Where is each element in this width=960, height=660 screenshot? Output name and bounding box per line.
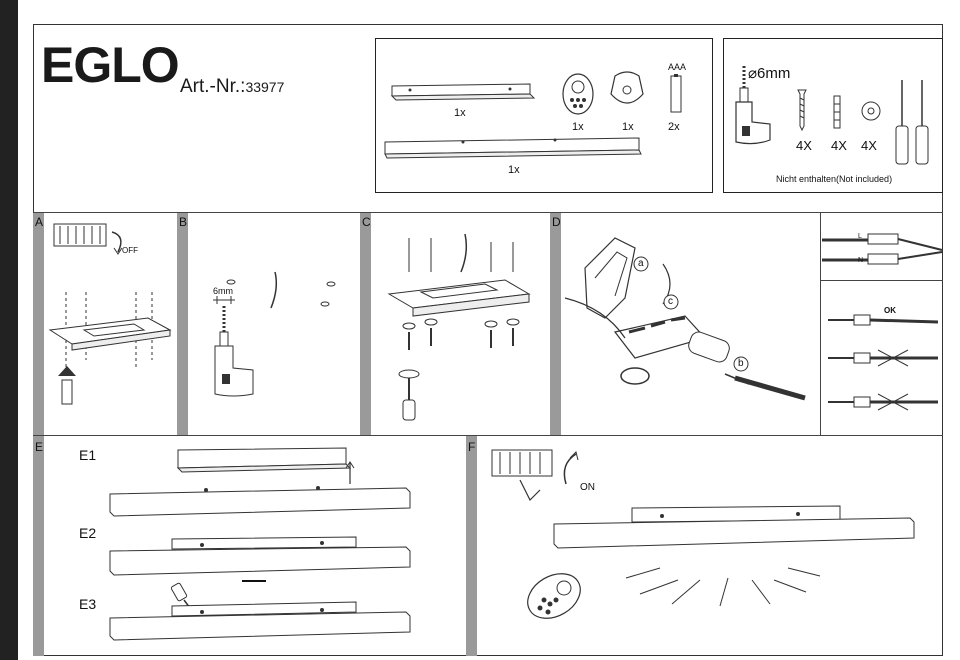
screw-qty: 4X [796,138,812,153]
washer-illustration [861,101,881,121]
wiring-subdivider [821,280,943,281]
drill-illustration [735,66,771,145]
step-e2-label: E2 [79,525,97,541]
battery-label: AAA [668,62,687,72]
dowel-qty: 4X [831,138,847,153]
strip-a [33,213,44,435]
battery-illustration [670,74,682,113]
article-number: Art.-Nr.:33977 [180,76,284,98]
wiring-ok-illustration [828,314,939,326]
left-edge-bar [0,0,18,660]
step-c-letter: C [362,215,371,229]
wiring-wrong-2-illustration [828,393,938,411]
terminal-connection-illustration [564,237,806,401]
lamp-body-qty: 1x [508,164,520,176]
remote-control-illustration [527,573,581,619]
wall-drill-illustration [213,271,336,397]
e3-illustration [109,582,411,641]
not-included-note: Nicht enthalten(Not included) [776,174,893,184]
wire-n-label: N [858,257,864,264]
remote-qty: 1x [572,121,584,133]
brand-logo: EGLO [41,37,180,93]
drill-6mm-label: 6mm [213,286,233,296]
lamp-installed-illustration [553,505,915,549]
parts-box [375,38,713,193]
strip-f [466,436,477,656]
base-plate-illustration [390,83,536,101]
wire-l-label: L [858,233,862,240]
step-b-letter: B [179,215,188,229]
base-plate-qty: 1x [454,107,466,119]
strip-d [550,213,561,435]
battery-qty: 2x [668,121,680,133]
washer-qty: 4X [861,138,877,153]
step-d-a-marker: a [638,258,644,269]
remote-illustration [562,73,594,115]
strip-e [33,436,44,656]
screwdrivers-illustration [895,80,929,165]
remote-holder-illustration [610,71,644,104]
wiring-ok-label: OK [884,306,896,315]
on-label: ON [580,482,595,493]
step-d-c-marker: c [668,296,673,307]
tools-box [723,38,943,193]
step-d-b-marker: b [738,358,744,369]
e1-illustration [109,447,411,517]
step-f-letter: F [468,440,476,454]
wiring-detail-illustration [822,233,943,265]
off-label: OFF [122,246,138,255]
light-rays-illustration [625,567,821,607]
row-divider-2 [33,435,943,436]
wiring-divider [820,213,821,435]
step-a-letter: A [35,215,44,229]
step-e1-label: E1 [79,447,97,463]
article-label: Art.-Nr.: [180,76,246,97]
ceiling-marking-illustration [48,292,172,405]
step-e3-label: E3 [79,596,97,612]
strip-b [177,213,188,435]
dowel-illustration [833,95,841,129]
step-e-letter: E [35,440,44,454]
lamp-body-illustration [384,137,642,159]
wiring-wrong-1-illustration [828,349,938,367]
row-divider-1 [33,212,943,213]
strip-c [360,213,371,435]
breaker-off-illustration [53,223,123,255]
drill-size-label: ⌀6mm [748,65,791,82]
step-d-letter: D [552,215,561,229]
e2-illustration [109,536,411,582]
screw-illustration [797,89,807,132]
breaker-on-illustration [491,449,579,502]
article-value: 33977 [245,79,285,95]
holder-qty: 1x [622,121,634,133]
mount-plate-illustration [387,233,531,421]
